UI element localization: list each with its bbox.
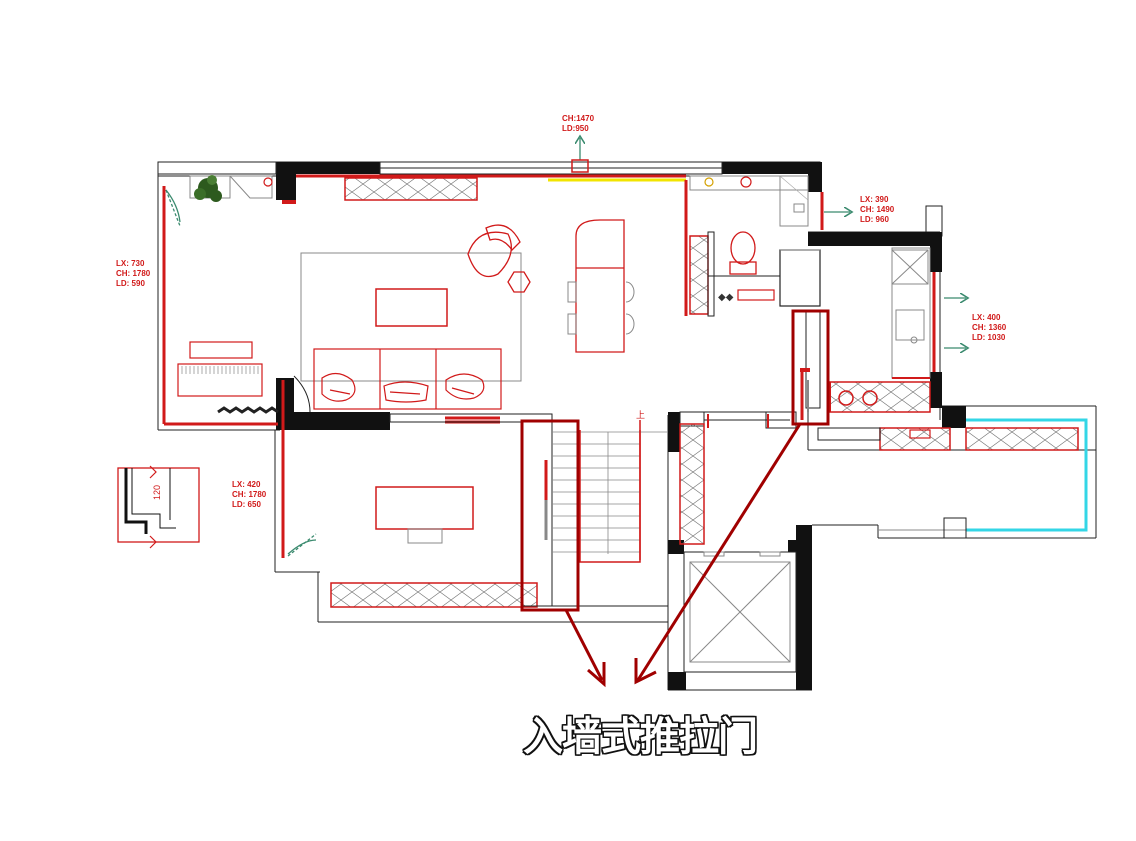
caption-sliding-door: 入墙式推拉门 (523, 714, 758, 760)
area-rug (300, 252, 522, 382)
svg-text:CH: 1780: CH: 1780 (116, 269, 151, 278)
sofa (313, 348, 502, 410)
staircase: 上 (552, 410, 668, 607)
desk (375, 486, 474, 530)
svg-text:LX: 420: LX: 420 (232, 480, 261, 489)
svg-text:CH:1470: CH:1470 (562, 114, 595, 123)
detail-inset: 120 (117, 465, 200, 549)
annotation-top-window: CH:1470 LD:950 (562, 114, 595, 133)
piano (177, 341, 263, 397)
red-walls (162, 174, 936, 558)
plant-corner (189, 175, 296, 204)
svg-text:LD: 960: LD: 960 (860, 215, 889, 224)
bedroom-door-swing (287, 533, 317, 557)
armchair (467, 224, 531, 293)
annotation-kitchen-window: LX: 400 CH: 1360 LD: 1030 (972, 313, 1007, 342)
svg-text:◆◆: ◆◆ (718, 292, 734, 303)
coffee-table (375, 288, 448, 327)
kitchen-door-area (800, 311, 821, 420)
bathroom: ◆◆ (689, 175, 821, 317)
window-arrows (580, 138, 966, 348)
living-room (165, 175, 635, 414)
annotation-bedroom-window: LX: 420 CH: 1780 LD: 650 (232, 480, 267, 509)
svg-text:LD:950: LD:950 (562, 124, 589, 133)
windows (157, 161, 723, 175)
entry-door-swing (293, 375, 311, 413)
shoe-rack (217, 406, 279, 414)
tv-cabinet (344, 177, 478, 201)
toilet (729, 231, 757, 275)
annotation-bath-window: LX: 390 CH: 1490 LD: 960 (860, 195, 895, 224)
svg-text:LD: 650: LD: 650 (232, 500, 261, 509)
highlight-callouts (520, 309, 830, 688)
bedroom (287, 419, 553, 608)
wall-blocks (276, 162, 966, 690)
balcony (878, 418, 1088, 539)
svg-text:CH: 1780: CH: 1780 (232, 490, 267, 499)
elevator-shaft (679, 423, 797, 673)
kitchen (829, 247, 931, 413)
highlight-box-left (520, 419, 580, 612)
detail-dimension: 120 (152, 485, 162, 500)
svg-text:LX: 730: LX: 730 (116, 259, 145, 268)
svg-text:LX: 390: LX: 390 (860, 195, 889, 204)
bar-counter (567, 219, 635, 353)
svg-text:LX: 400: LX: 400 (972, 313, 1001, 322)
svg-text:CH: 1490: CH: 1490 (860, 205, 895, 214)
svg-text:LD: 590: LD: 590 (116, 279, 145, 288)
svg-text:LD: 1030: LD: 1030 (972, 333, 1006, 342)
left-door-swing (165, 189, 181, 227)
annotation-left-window: LX: 730 CH: 1780 LD: 590 (116, 259, 151, 288)
highlight-box-right (791, 309, 830, 426)
stair-label: 上 (636, 410, 645, 420)
svg-text:CH: 1360: CH: 1360 (972, 323, 1007, 332)
